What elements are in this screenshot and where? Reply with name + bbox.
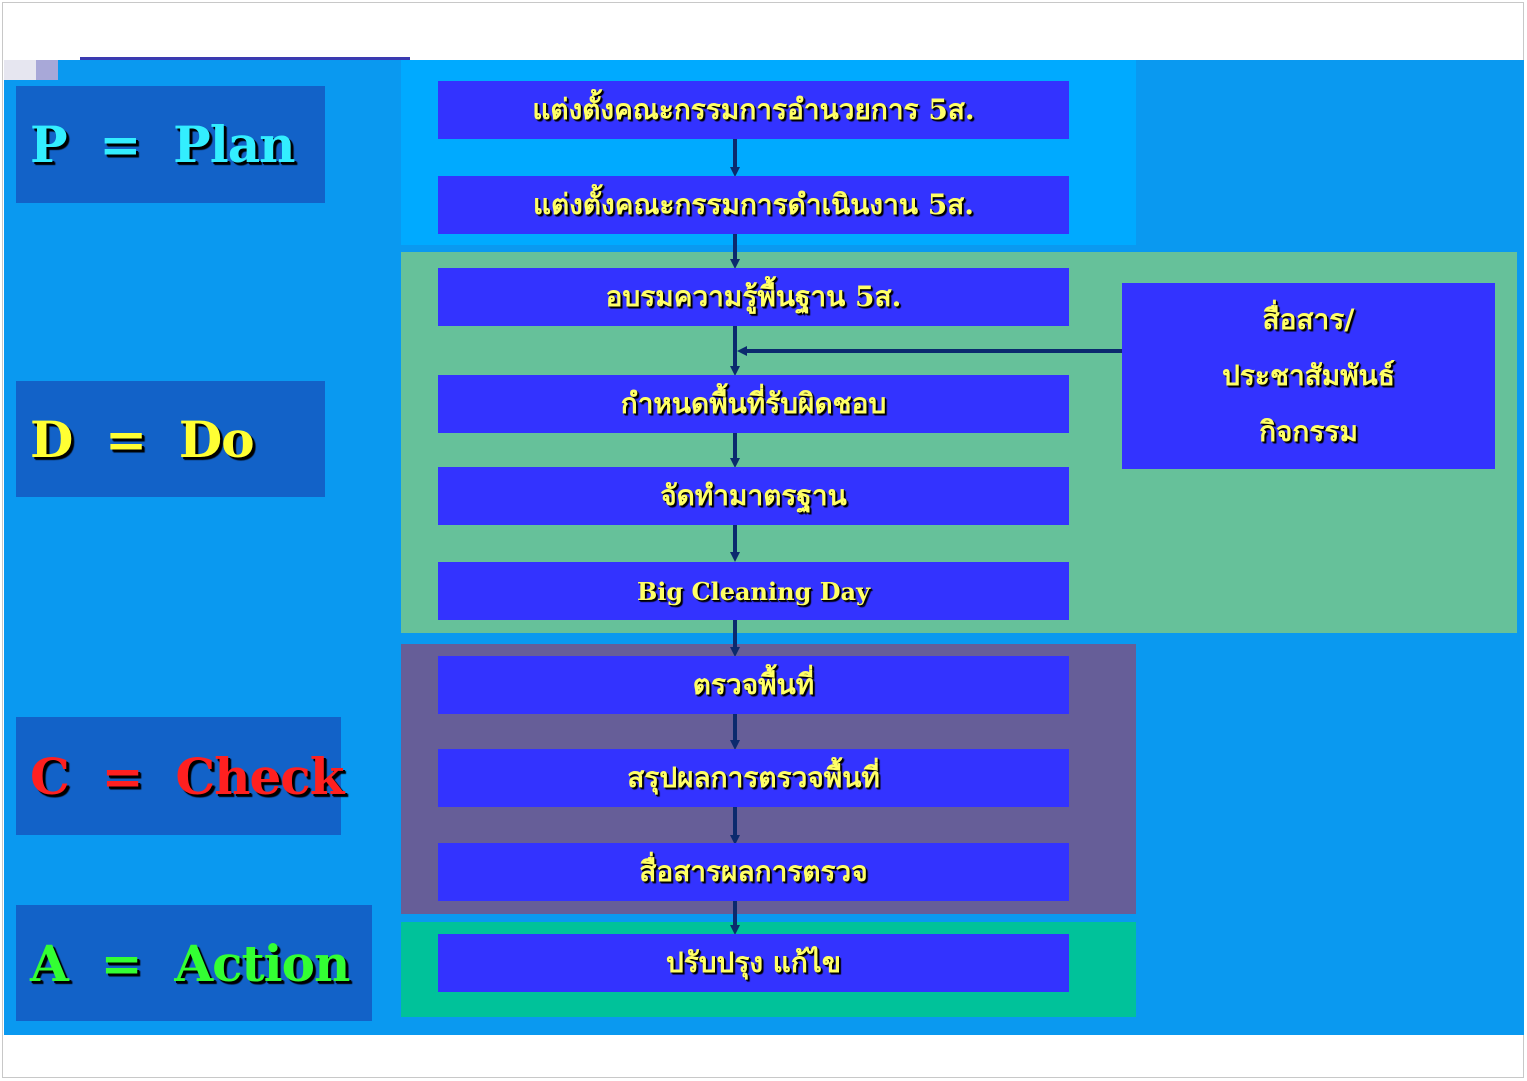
- step-big-cleaning-day: Big Cleaning Day: [438, 562, 1069, 620]
- step-improve-fix: ปรับปรุง แก้ไข: [438, 934, 1069, 992]
- phase-check-label: C = Check: [16, 717, 344, 835]
- step-create-standards: จัดทำมาตรฐาน: [438, 467, 1069, 525]
- communication-line-1: สื่อสาร/: [1262, 303, 1355, 336]
- phase-plan-label: P = Plan: [16, 86, 325, 203]
- step-appoint-working-committee: แต่งตั้งคณะกรรมการดำเนินงาน 5ส.: [438, 176, 1069, 234]
- top-rule: [80, 57, 410, 60]
- step-basic-training: อบรมความรู้พื้นฐาน 5ส.: [438, 268, 1069, 326]
- communication-line-2: ประชาสัมพันธ์: [1222, 359, 1395, 392]
- step-summarize-inspection: สรุปผลการตรวจพื้นที่: [438, 749, 1069, 807]
- step-communicate-results: สื่อสารผลการตรวจ: [438, 843, 1069, 901]
- corner-decoration-accent: [36, 60, 58, 80]
- communication-box: สื่อสาร/ ประชาสัมพันธ์ กิจกรรม: [1122, 283, 1495, 469]
- phase-action-label: A = Action: [16, 905, 372, 1021]
- phase-do-label: D = Do: [16, 381, 325, 497]
- step-inspect-areas: ตรวจพื้นที่: [438, 656, 1069, 714]
- step-appoint-steering-committee: แต่งตั้งคณะกรรมการอำนวยการ 5ส.: [438, 81, 1069, 139]
- communication-line-3: กิจกรรม: [1259, 415, 1358, 448]
- step-assign-areas: กำหนดพื้นที่รับผิดชอบ: [438, 375, 1069, 433]
